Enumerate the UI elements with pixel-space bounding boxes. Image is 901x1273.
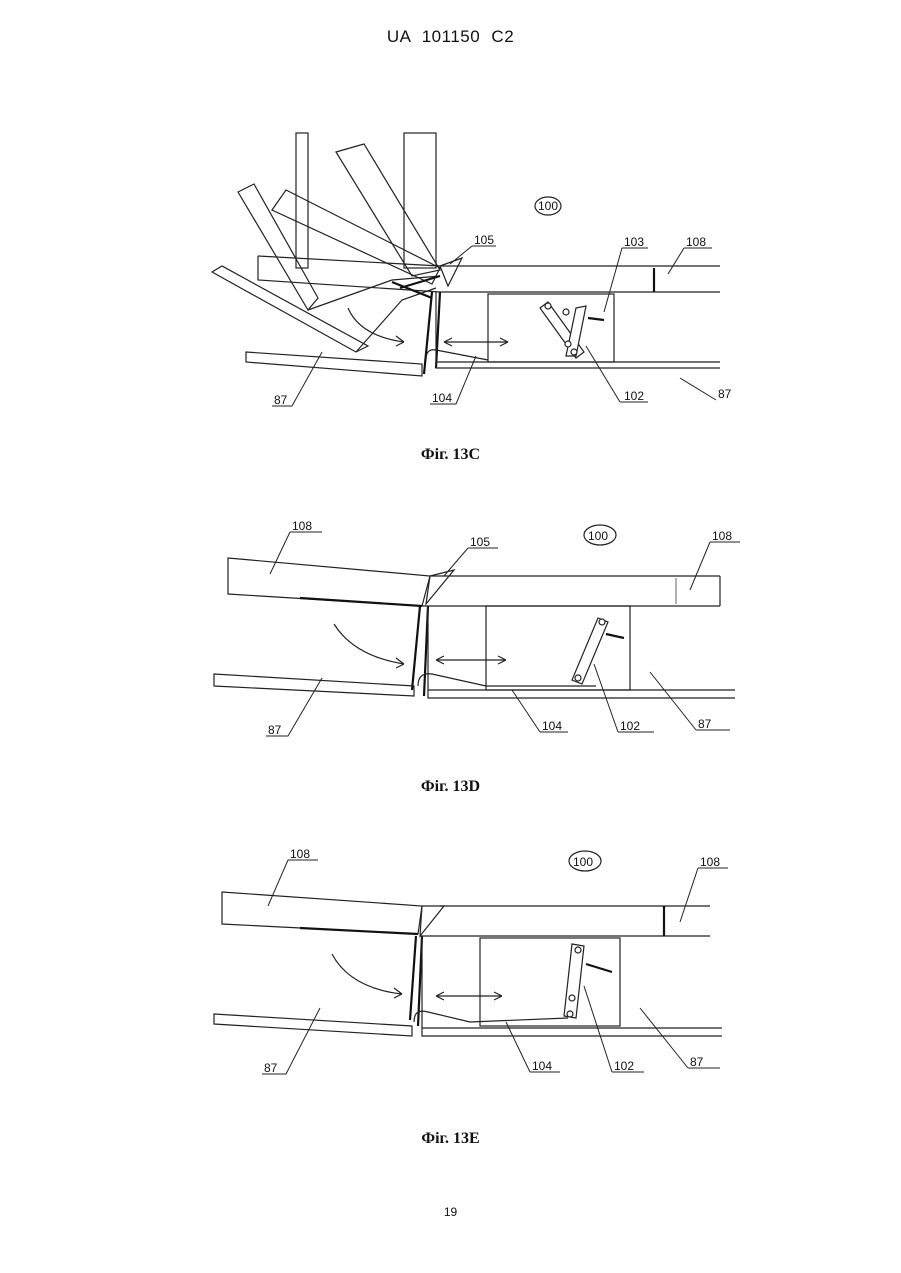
label-104: 104 xyxy=(542,719,562,733)
lever-pin-2 xyxy=(565,341,571,347)
label-105: 105 xyxy=(474,233,494,247)
frame-87-left xyxy=(214,674,414,696)
label-102: 102 xyxy=(620,719,640,733)
back-plate-right xyxy=(404,133,436,268)
page-number: 19 xyxy=(0,1205,901,1219)
lever-pin-2 xyxy=(575,675,581,681)
figure-13d-drawing: 100 108 105 108 87 104 102 87 xyxy=(0,508,901,748)
leader-108-right xyxy=(690,542,740,590)
spring-103 xyxy=(606,634,624,638)
label-103: 103 xyxy=(624,235,644,249)
label-108-left: 108 xyxy=(290,847,310,861)
mechanism-housing xyxy=(480,938,620,1026)
lever-102 xyxy=(572,618,608,684)
caption-13c: Фіг. 13С xyxy=(0,446,901,464)
lever-pin-1 xyxy=(575,947,581,953)
slide-104 xyxy=(414,1011,568,1022)
rotating-plate-3 xyxy=(238,184,318,310)
backrest-edge xyxy=(300,928,418,934)
hinge-105 xyxy=(426,570,454,604)
seat-108-top xyxy=(258,256,720,266)
label-104: 104 xyxy=(532,1059,552,1073)
figure-13c-drawing: 100 105 103 108 87 104 102 87 xyxy=(0,120,901,420)
lever-pin-4 xyxy=(563,309,569,315)
slide-arrow xyxy=(436,656,506,664)
label-104: 104 xyxy=(432,391,452,405)
label-87-left: 87 xyxy=(264,1061,278,1075)
lever-102 xyxy=(564,944,584,1018)
mechanism-housing xyxy=(486,606,630,690)
spring-103 xyxy=(588,318,604,320)
hinge xyxy=(420,906,444,936)
figure-13e: 100 108 108 87 104 102 87 xyxy=(0,838,901,1088)
frame-87-left xyxy=(214,1014,412,1036)
label-87-left: 87 xyxy=(274,393,288,407)
label-108-right: 108 xyxy=(712,529,732,543)
seat-108-right xyxy=(422,576,720,606)
rotating-plate-1 xyxy=(336,144,440,276)
label-105: 105 xyxy=(470,535,490,549)
label-108-left: 108 xyxy=(292,519,312,533)
leader-105 xyxy=(450,246,496,264)
spring-103 xyxy=(586,964,612,972)
patent-number-header: UA 101150 C2 xyxy=(0,27,901,47)
leader-87-right xyxy=(680,378,716,400)
vertical-post xyxy=(410,936,422,1026)
lever-pin-2 xyxy=(569,995,575,1001)
hinge-105 xyxy=(440,258,462,286)
leader-108 xyxy=(668,248,712,274)
label-100: 100 xyxy=(588,529,608,543)
label-102: 102 xyxy=(624,389,644,403)
leader-103 xyxy=(604,248,648,312)
backrest-108-left xyxy=(222,892,422,934)
slide-arrow xyxy=(444,338,508,346)
rotating-plate-link-2 xyxy=(356,288,436,352)
seat-108-bottom xyxy=(258,256,720,292)
label-87-right: 87 xyxy=(698,717,712,731)
frame-87-left xyxy=(246,352,422,376)
lever-pin-1 xyxy=(545,303,551,309)
lever-pin-1 xyxy=(599,619,605,625)
rotation-arrow xyxy=(334,624,404,668)
slide-arrow xyxy=(436,992,502,1000)
lever-pin-3 xyxy=(567,1011,573,1017)
slide-104 xyxy=(418,674,596,686)
rotating-plate-2 xyxy=(272,190,440,284)
vertical-post xyxy=(412,606,428,696)
leader-87-right xyxy=(640,1008,720,1068)
caption-13d: Фіг. 13D xyxy=(0,778,901,796)
label-108: 108 xyxy=(686,235,706,249)
caption-13e: Фіг. 13Е xyxy=(0,1130,901,1148)
lever-pin-3 xyxy=(571,349,577,355)
backrest-edge xyxy=(300,598,422,606)
leader-108-left xyxy=(268,860,318,906)
leader-108-left xyxy=(270,532,322,574)
leader-108-right xyxy=(680,868,728,922)
label-87-right: 87 xyxy=(690,1055,704,1069)
figure-13d: 100 108 105 108 87 104 102 87 xyxy=(0,508,901,748)
label-102: 102 xyxy=(614,1059,634,1073)
leader-87-right xyxy=(650,672,730,730)
label-100: 100 xyxy=(538,199,558,213)
slide-104 xyxy=(426,350,488,360)
seat-108-right xyxy=(420,906,710,936)
label-108-right: 108 xyxy=(700,855,720,869)
label-87-left: 87 xyxy=(268,723,282,737)
figure-13e-drawing: 100 108 108 87 104 102 87 xyxy=(0,838,901,1088)
figure-13c: 100 105 103 108 87 104 102 87 xyxy=(0,120,901,420)
label-100: 100 xyxy=(573,855,593,869)
rotation-arrow xyxy=(332,954,402,998)
label-87-right: 87 xyxy=(718,387,732,401)
